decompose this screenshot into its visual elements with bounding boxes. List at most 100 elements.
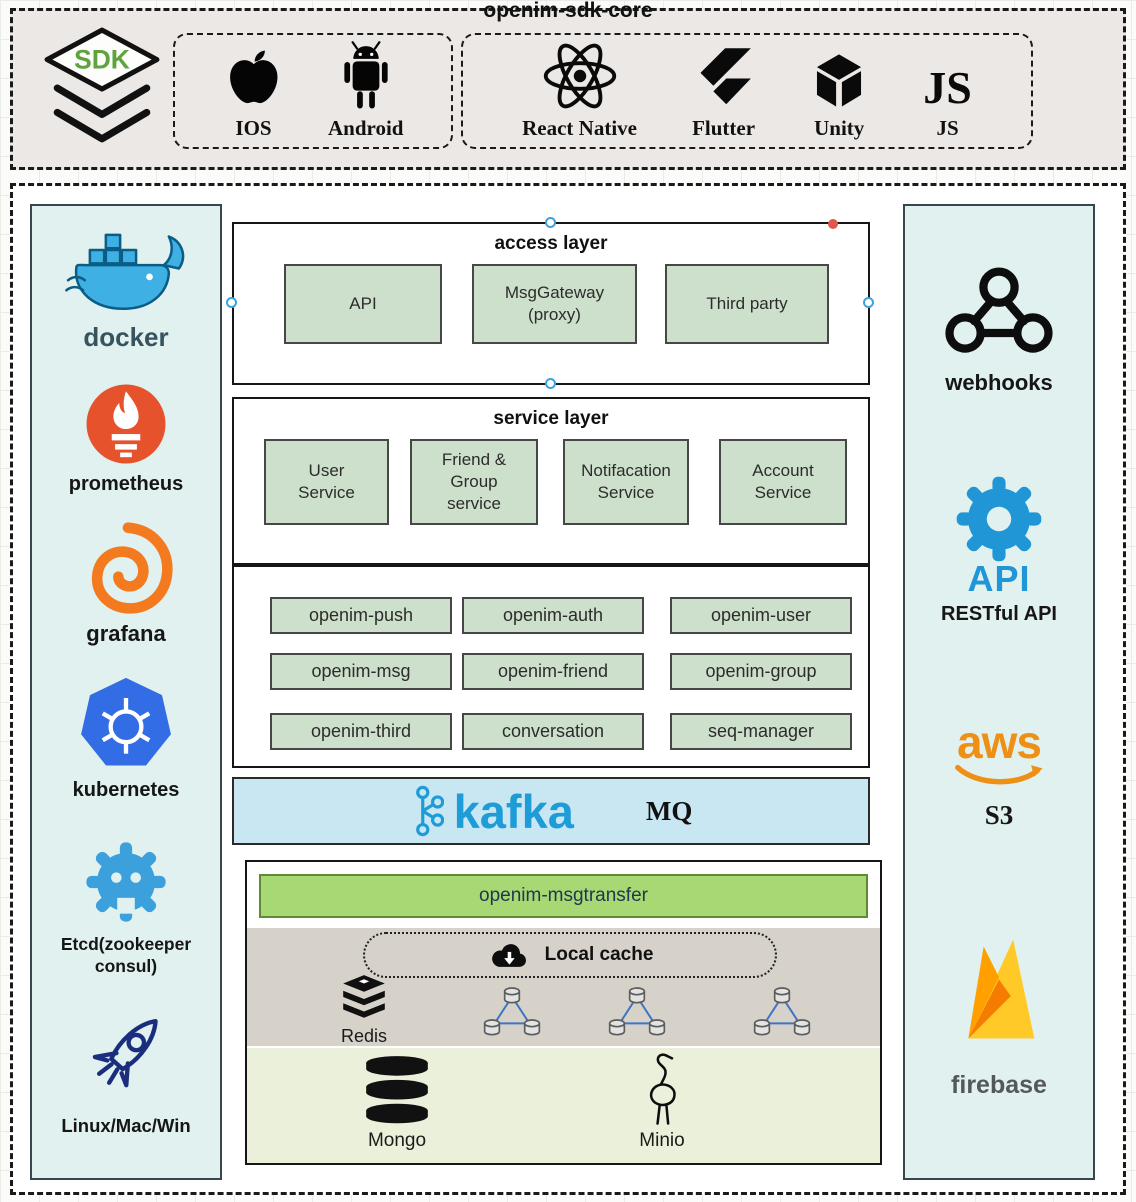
os-label: Linux/Mac/Win — [61, 1115, 191, 1136]
react-icon — [543, 43, 616, 109]
minio-bird-icon — [649, 1053, 676, 1125]
selection-handle-top[interactable] — [545, 217, 556, 228]
sdk-badge-text: SDK — [74, 45, 130, 75]
access-box-thirdparty[interactable]: Third party — [665, 264, 829, 344]
minio-block[interactable]: Minio — [602, 1050, 722, 1152]
webhooks-label: webhooks — [945, 370, 1053, 395]
rocket-icon — [92, 1019, 158, 1088]
local-cache-label: Local cache — [544, 944, 654, 965]
kafka-logo: kafka — [410, 783, 574, 839]
mongo-label: Mongo — [367, 1130, 427, 1151]
service-box-user[interactable]: User Service — [264, 439, 389, 525]
sidebar-item-restful-api[interactable]: API RESTful API — [905, 472, 1093, 627]
s3-label: S3 — [984, 800, 1014, 831]
sdk-logo[interactable]: SDK — [35, 25, 169, 147]
flutter-label: Flutter — [692, 116, 756, 140]
micro-openim-push[interactable]: openim-push — [270, 597, 452, 634]
sidebar-item-kubernetes[interactable]: kubernetes — [32, 674, 220, 803]
mongo-block[interactable]: Mongo — [342, 1054, 452, 1152]
kubernetes-icon — [81, 677, 171, 766]
docker-icon — [65, 233, 185, 311]
platform-react-native[interactable]: React Native — [522, 41, 637, 141]
selection-handle-bottom[interactable] — [545, 378, 556, 389]
micro-openim-msg[interactable]: openim-msg — [270, 653, 452, 690]
prometheus-label: prometheus — [68, 473, 184, 495]
platform-flutter[interactable]: Flutter — [692, 41, 755, 141]
persistence-section[interactable]: Mongo Minio — [247, 1048, 880, 1163]
etcd-gear-icon — [86, 842, 166, 922]
micro-openim-user[interactable]: openim-user — [670, 597, 852, 634]
micro-seq-manager[interactable]: seq-manager — [670, 713, 852, 750]
micro-openim-auth[interactable]: openim-auth — [462, 597, 644, 634]
sdk-diamond-icon: SDK — [44, 27, 160, 143]
micro-openim-friend[interactable]: openim-friend — [462, 653, 644, 690]
api-gear-text: API — [967, 558, 1031, 599]
service-layer-box[interactable]: service layer User Service Friend & Grou… — [232, 397, 870, 565]
native-platforms-group[interactable]: IOS Android — [173, 33, 453, 149]
restful-api-label: RESTful API — [941, 603, 1057, 625]
selection-handle-right[interactable] — [863, 297, 874, 308]
local-cache-pill[interactable]: Local cache — [363, 932, 777, 978]
etcd-label: Etcd(zookeeper consul) — [60, 934, 192, 976]
left-toolchain-sidebar[interactable]: docker prometheus grafana — [30, 204, 222, 1180]
firebase-label: firebase — [951, 1071, 1047, 1099]
micro-openim-group[interactable]: openim-group — [670, 653, 852, 690]
grafana-label: grafana — [86, 621, 166, 646]
apple-icon — [229, 50, 277, 104]
cache-section[interactable]: Local cache Redis — [247, 928, 880, 1046]
microservices-box[interactable]: openim-push openim-auth openim-user open… — [232, 565, 870, 768]
db-cluster-icon — [475, 986, 549, 1043]
android-label: Android — [328, 116, 404, 140]
sidebar-item-firebase[interactable]: firebase — [905, 914, 1093, 1101]
react-native-label: React Native — [522, 116, 637, 140]
selection-handle-left[interactable] — [226, 297, 237, 308]
api-gear-icon — [956, 476, 1042, 562]
prometheus-icon — [86, 384, 166, 464]
cross-platforms-group[interactable]: React Native Flutter Unity JS JS — [461, 33, 1033, 149]
sdk-panel-title: openim-sdk-core — [483, 0, 653, 22]
kafka-icon — [415, 785, 444, 837]
micro-conversation[interactable]: conversation — [462, 713, 644, 750]
aws-wordmark: aws — [957, 716, 1042, 768]
sidebar-item-webhooks[interactable]: webhooks — [905, 261, 1093, 397]
access-box-api[interactable]: API — [284, 264, 442, 344]
sidebar-item-aws-s3[interactable]: aws S3 — [905, 716, 1093, 833]
kafka-mq-bar[interactable]: kafka MQ — [232, 777, 870, 845]
sidebar-item-prometheus[interactable]: prometheus — [32, 382, 220, 497]
micro-openim-third[interactable]: openim-third — [270, 713, 452, 750]
service-layer-title: service layer — [493, 408, 609, 429]
sidebar-item-os[interactable]: Linux/Mac/Win — [32, 1006, 220, 1137]
sidebar-item-grafana[interactable]: grafana — [32, 520, 220, 648]
service-box-notification[interactable]: Notifacation Service — [563, 439, 689, 525]
access-box-msggateway[interactable]: MsgGateway (proxy) — [472, 264, 637, 344]
platform-ios[interactable]: IOS — [223, 41, 285, 141]
redis-block[interactable]: Redis — [309, 972, 419, 1047]
unity-icon — [817, 54, 862, 107]
db-cluster-icon — [600, 986, 674, 1043]
platform-unity[interactable]: Unity — [810, 41, 868, 141]
grafana-icon — [91, 522, 173, 614]
sdk-core-panel[interactable]: openim-sdk-core SDK IOS — [10, 0, 1126, 170]
storage-box[interactable]: openim-msgtransfer Local cache — [245, 860, 882, 1165]
access-layer-box[interactable]: access layer API MsgGateway (proxy) Thir… — [232, 222, 870, 385]
ios-label: IOS — [235, 116, 272, 140]
right-integrations-sidebar[interactable]: webhooks API RESTful API — [903, 204, 1095, 1180]
docker-label: docker — [83, 322, 169, 352]
js-glyph: JS — [923, 62, 972, 113]
firebase-icon — [968, 939, 1035, 1039]
redis-icon — [343, 975, 385, 1018]
msgtransfer-bar[interactable]: openim-msgtransfer — [259, 874, 868, 918]
access-layer-title: access layer — [494, 233, 608, 254]
sidebar-item-docker[interactable]: docker — [32, 226, 220, 354]
platform-js[interactable]: JS JS — [923, 41, 972, 141]
kubernetes-label: kubernetes — [72, 779, 180, 801]
service-box-friend-group[interactable]: Friend & Group service — [410, 439, 538, 525]
platform-android[interactable]: Android — [328, 41, 403, 141]
flutter-icon — [700, 48, 751, 105]
unity-label: Unity — [814, 116, 865, 140]
sidebar-item-etcd[interactable]: Etcd(zookeeper consul) — [32, 838, 220, 978]
redis-label: Redis — [340, 1026, 388, 1046]
minio-label: Minio — [639, 1130, 685, 1151]
service-box-account[interactable]: Account Service — [719, 439, 847, 525]
selection-handle-red[interactable] — [828, 219, 838, 229]
